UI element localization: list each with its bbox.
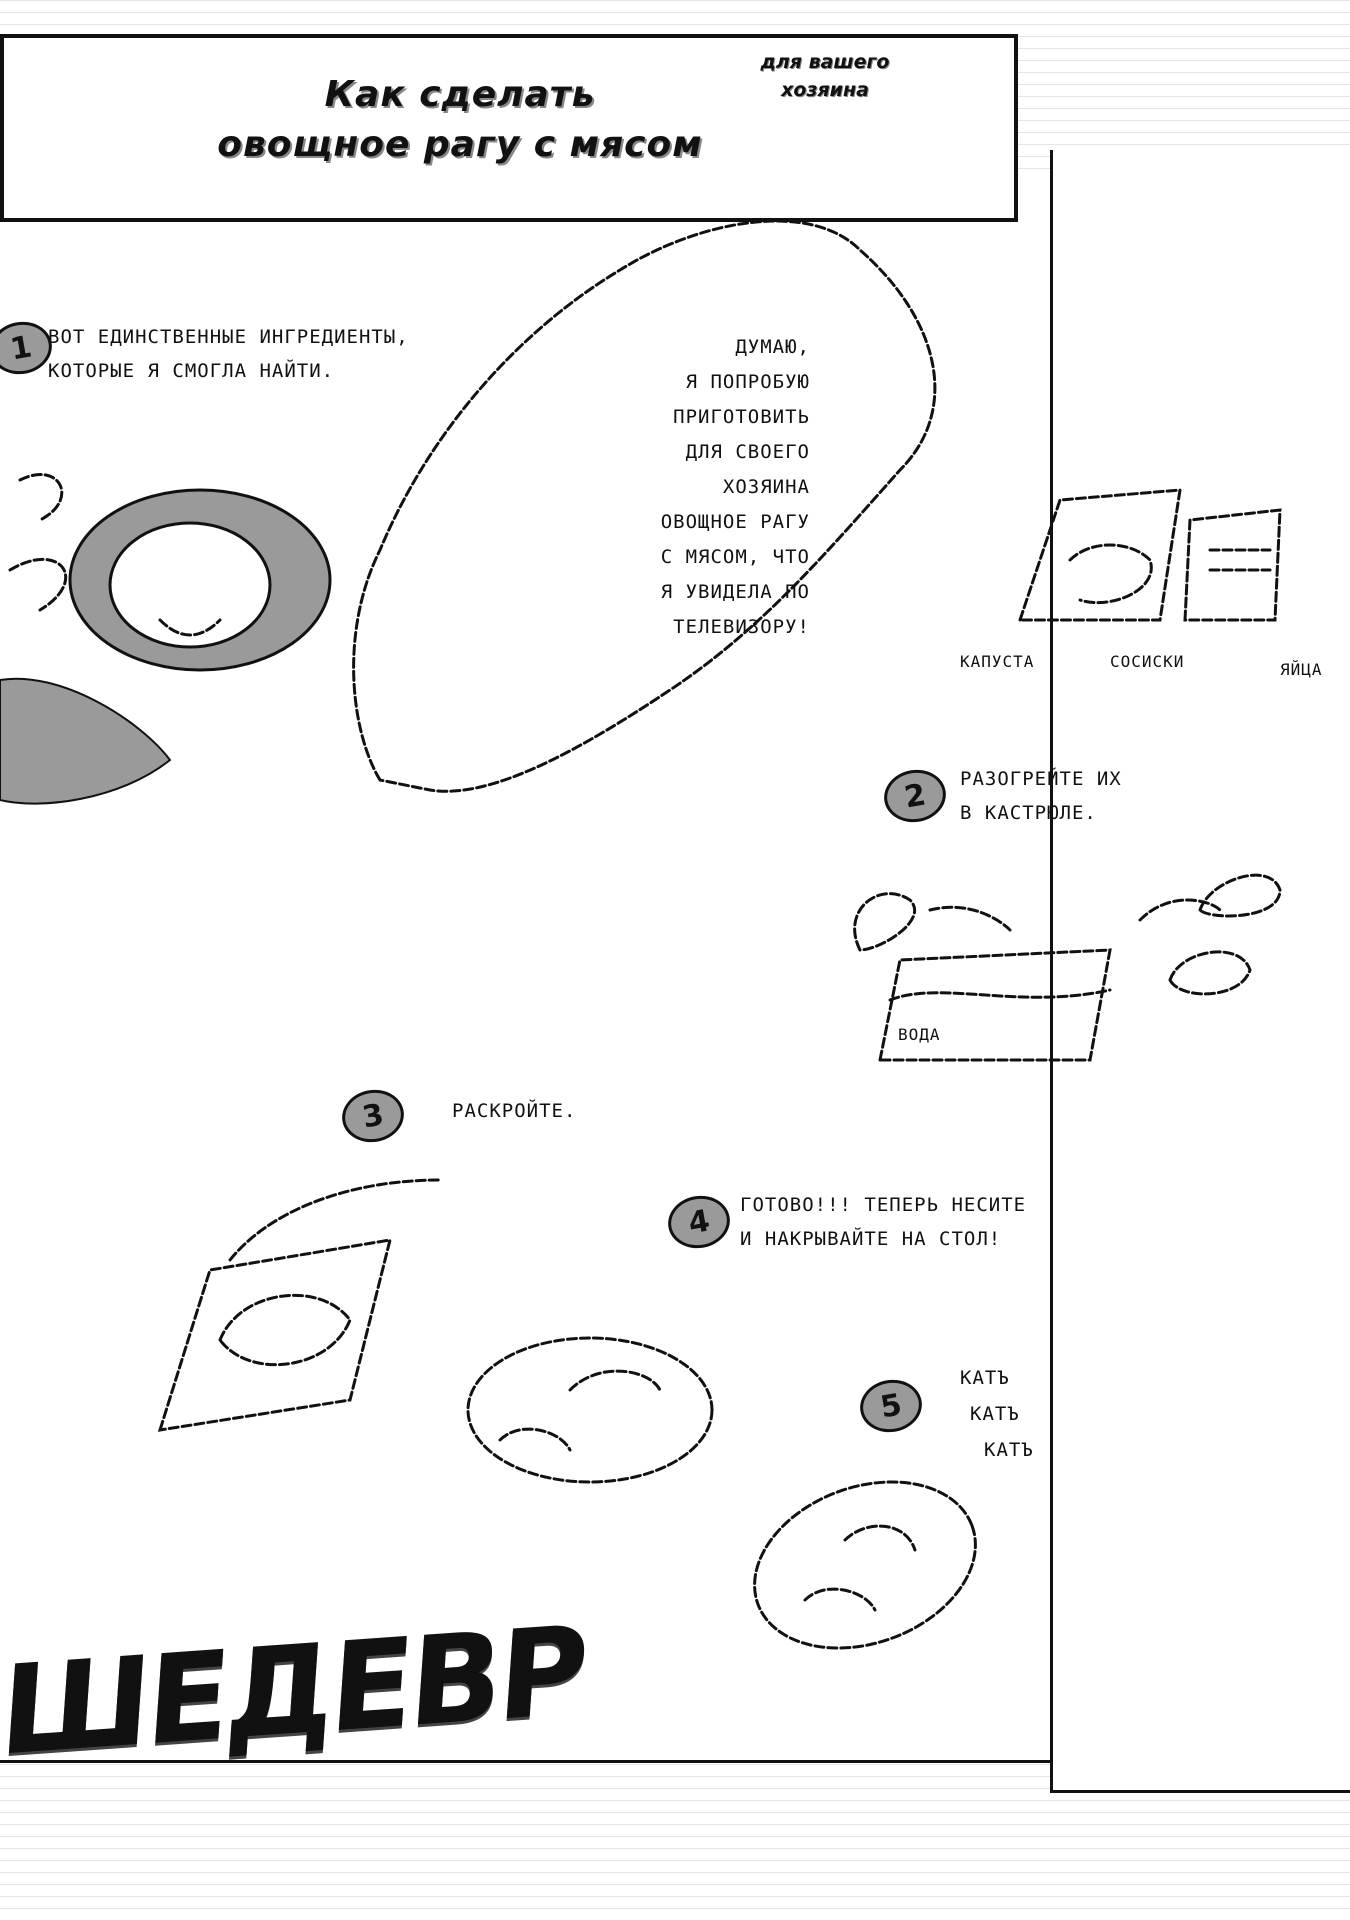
thought-bubble [352,219,937,793]
step-2-text: Разогрейте их в кастрюле. [960,768,1122,824]
step-5-text: катъ катъ катъ [960,1367,1034,1461]
pot-drawing [853,873,1282,1062]
ingredient-eggs-label: яйца [1280,660,1323,679]
ingredient-cabbage-label: капуста [960,652,1035,671]
ingredient-sausages-label: сосиски [1110,652,1185,671]
next-page-card [1050,150,1350,1793]
recipe-card [0,180,1068,1763]
character-drawing [0,473,332,805]
title-side-note: для вашего хозяина [760,51,890,101]
cabbage-drawing [1017,488,1182,622]
opened-can-drawing [157,1178,442,1432]
sausage-pack-drawing [1183,508,1282,622]
step-3-text: Раскройте. [452,1100,577,1122]
plate-2-drawing [753,1480,977,1650]
step-4-text: Готово!!! Теперь несите и накрывайте на … [740,1194,1027,1250]
plate-1-drawing [466,1336,714,1484]
step-1-text: Вот единственные ингредиенты, которые я … [48,326,409,382]
masterpiece-sfx: ШЕДЕВР [0,1599,589,1783]
page-title: Как сделать овощное рагу с мясом [217,74,703,165]
thought-text: думаю, я попробую приготовить для своего… [660,336,810,638]
title-box [0,34,1018,222]
pot-water-label: вода [898,1025,941,1044]
